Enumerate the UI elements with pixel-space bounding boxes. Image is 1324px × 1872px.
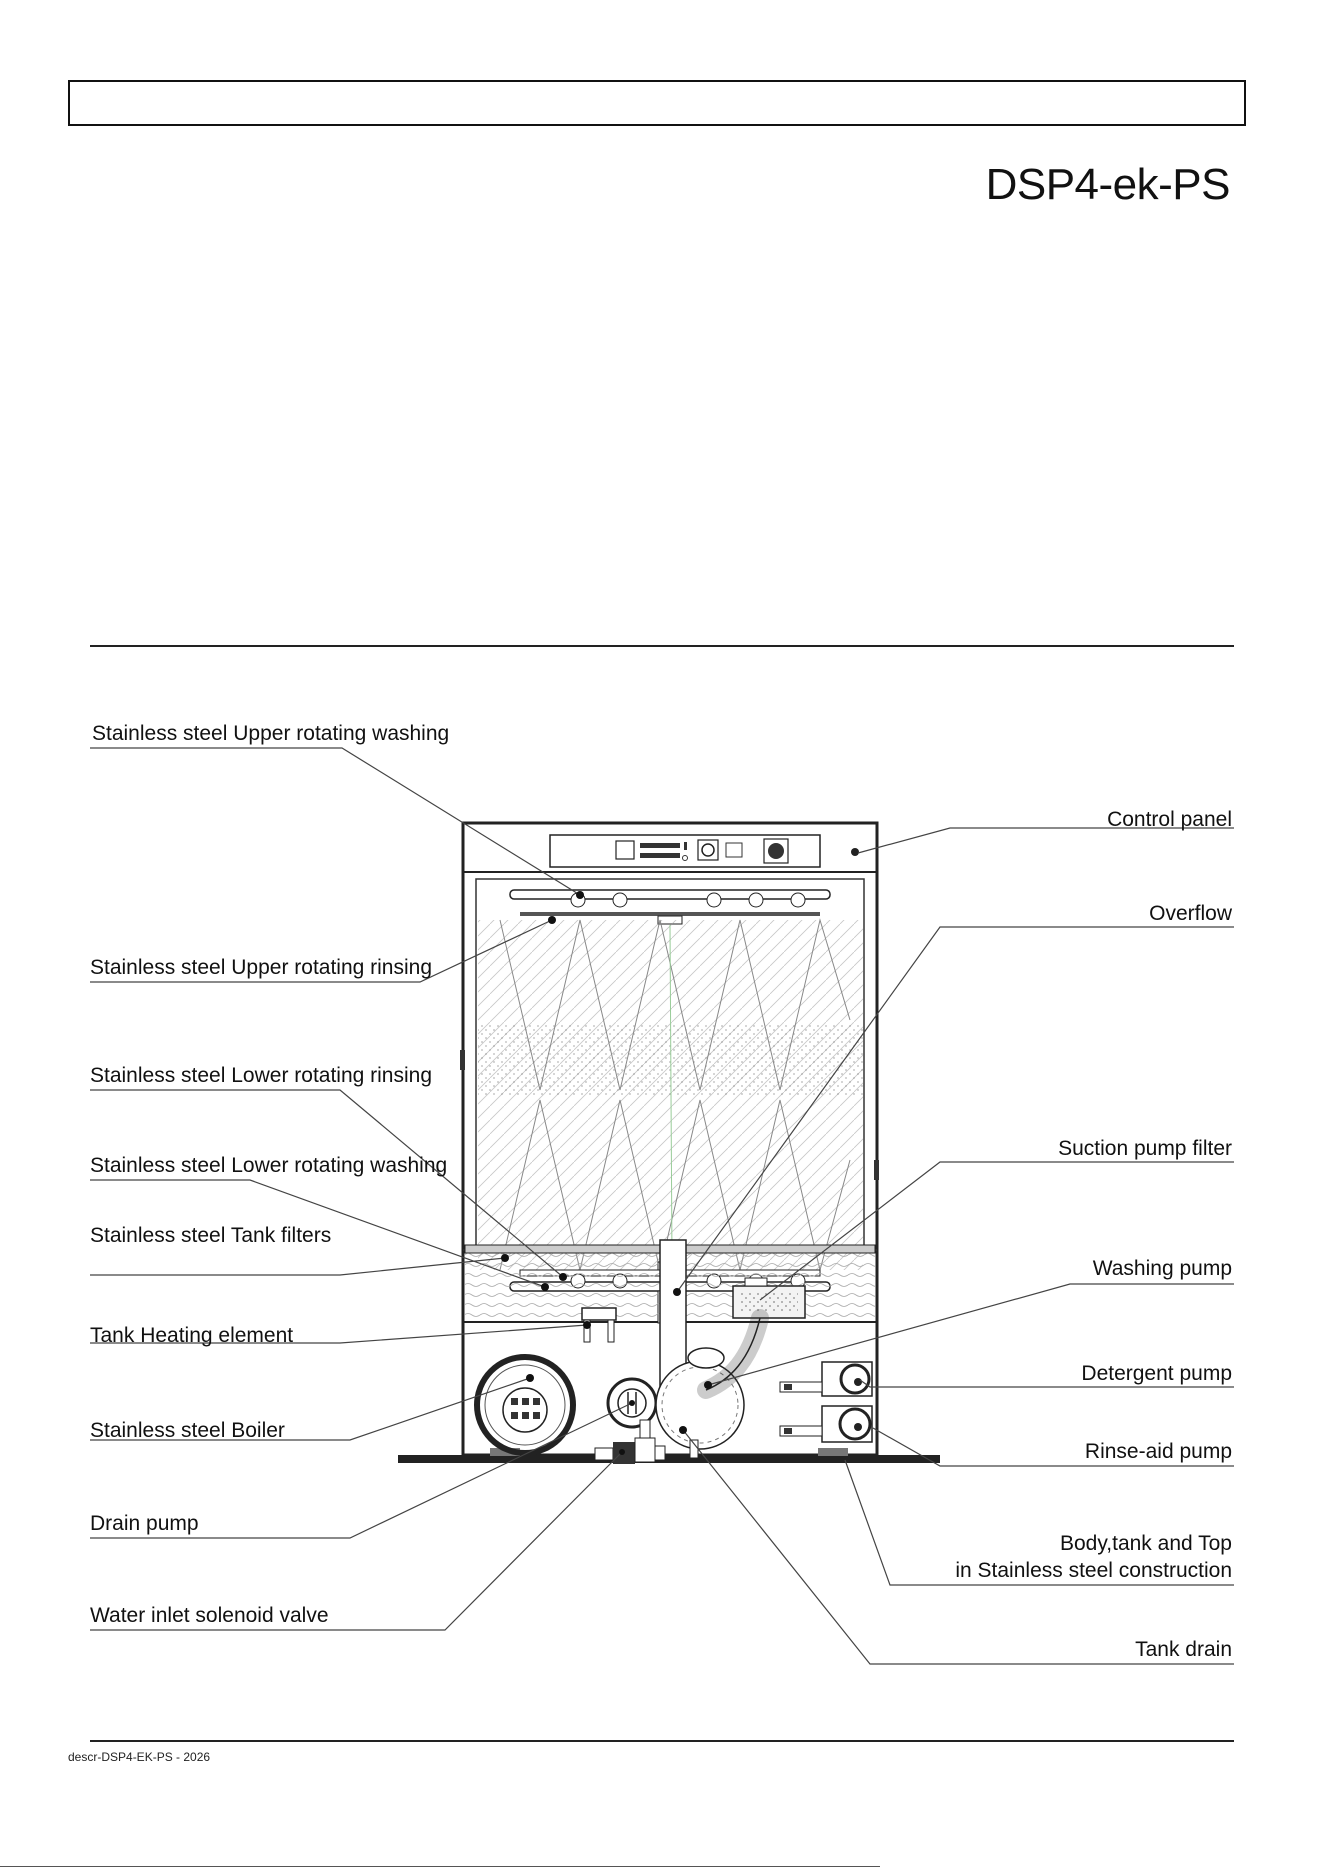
spray-pattern: [478, 918, 863, 1271]
label-inlet-valve: Water inlet solenoid valve: [90, 1604, 329, 1627]
leader-lines: [90, 747, 1234, 1665]
heating-element-graphic: [581, 1307, 617, 1343]
boiler-graphic: [474, 1354, 576, 1456]
label-drain-pump: Drain pump: [90, 1512, 199, 1535]
upper-rotating-arms: [509, 889, 831, 925]
label-tank-filters: Stainless steel Tank filters: [90, 1224, 331, 1247]
label-lower-rinsing: Stainless steel Lower rotating rinsing: [90, 1064, 432, 1087]
label-control-panel: Control panel: [1107, 808, 1232, 831]
label-rinse-aid-pump: Rinse-aid pump: [1085, 1440, 1232, 1463]
label-suction-filter: Suction pump filter: [1058, 1137, 1232, 1160]
label-heating-element: Tank Heating element: [90, 1324, 293, 1347]
top-divider: [90, 645, 1234, 647]
label-boiler: Stainless steel Boiler: [90, 1419, 285, 1442]
label-body-line2: in Stainless steel construction: [955, 1559, 1232, 1582]
footer-code: descr-DSP4-EK-PS - 2026: [68, 1750, 211, 1764]
leader-dots: [501, 891, 712, 1455]
control-panel-graphic: [549, 834, 859, 868]
label-tank-drain: Tank drain: [1135, 1638, 1232, 1661]
washing-pump-graphic: [655, 1309, 769, 1459]
label-upper-washing: Stainless steel Upper rotating washing: [92, 722, 449, 745]
label-body-line1: Body,tank and Top: [1060, 1532, 1232, 1555]
dosing-pumps-graphic: [779, 1361, 873, 1443]
page-edge-line: [0, 1866, 880, 1867]
label-washing-pump: Washing pump: [1093, 1257, 1232, 1280]
label-lower-washing: Stainless steel Lower rotating washing: [90, 1154, 447, 1177]
bottom-divider: [90, 1740, 1234, 1742]
label-detergent-pump: Detergent pump: [1081, 1362, 1232, 1385]
label-upper-rinsing: Stainless steel Upper rotating rinsing: [90, 956, 432, 979]
tank: [464, 1239, 876, 1411]
header-box: [68, 80, 1246, 126]
label-overflow: Overflow: [1149, 902, 1233, 925]
model-title: DSP4-ek-PS: [985, 160, 1231, 209]
